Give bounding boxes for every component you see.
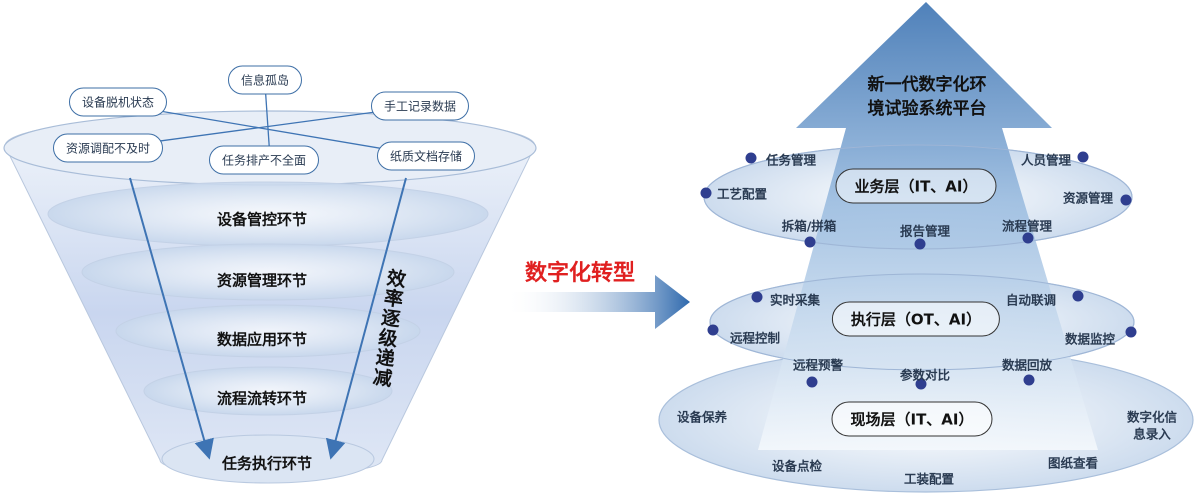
- funnel-right-arrow: [325, 177, 407, 460]
- business-item: 资源管理: [1062, 190, 1114, 206]
- execution-layer-name: 执行层（OT、AI）: [831, 301, 1001, 337]
- pain-point-pill: 手工记录数据: [370, 91, 470, 121]
- business-item: 流程管理: [1001, 218, 1053, 234]
- platform-up-arrow: [758, 2, 1098, 450]
- funnel-step: 任务执行环节: [221, 454, 313, 473]
- pain-point-pill: 任务排产不全面: [208, 145, 320, 175]
- execution-item: 数据监控: [1064, 331, 1116, 347]
- business-layer-name: 业务层（IT、AI）: [835, 168, 997, 204]
- business-dots: [700, 151, 1132, 250]
- business-item: 任务管理: [765, 152, 817, 168]
- field-item: 设备点检: [771, 458, 823, 474]
- business-item: 人员管理: [1020, 152, 1072, 168]
- transform-arrow: [505, 275, 690, 329]
- transform-label: 数字化转型: [525, 261, 636, 286]
- funnel-step: 数据应用环节: [216, 330, 308, 349]
- connector-line: [117, 103, 421, 156]
- execution-item: 数据回放: [1001, 357, 1053, 373]
- business-item: 报告管理: [899, 223, 951, 239]
- pain-point-pill: 资源调配不及时: [52, 133, 164, 163]
- execution-item: 远程控制: [729, 330, 781, 346]
- pain-point-pill: 纸质文档存储: [376, 141, 476, 171]
- pain-point-pill: 信息孤岛: [227, 65, 303, 95]
- pain-point-pill: 设备脱机状态: [68, 87, 168, 117]
- funnel-ring-2: [81, 243, 455, 301]
- funnel-left-arrow: [129, 177, 214, 460]
- funnel-step: 设备管控环节: [216, 210, 308, 229]
- field-item: 设备保养: [676, 409, 728, 425]
- execution-item: 远程预警: [792, 357, 844, 373]
- field-item: 数字化信: [1126, 409, 1178, 425]
- platform-title-line1: 新一代数字化环: [867, 75, 987, 95]
- field-item: 图纸查看: [1047, 455, 1099, 471]
- field-layer-name: 现场层（IT、AI）: [831, 401, 993, 437]
- platform-title: 新一代数字化环 境试验系统平台: [862, 73, 992, 121]
- funnel-step: 资源管理环节: [216, 271, 308, 290]
- business-item: 拆箱/拼箱: [781, 218, 837, 234]
- execution-layer-ring: [709, 273, 1135, 371]
- execution-item: 实时采集: [769, 292, 821, 308]
- funnel-ring-5: [161, 434, 375, 484]
- funnel-step: 流程流转环节: [216, 389, 308, 408]
- business-item: 工艺配置: [716, 186, 768, 202]
- execution-item: 参数对比: [899, 367, 951, 383]
- funnel-ring-3: [115, 304, 421, 358]
- execution-dots: [707, 290, 1137, 390]
- platform-title-line2: 境试验系统平台: [867, 99, 987, 119]
- field-item: 工装配置: [903, 471, 955, 487]
- execution-item: 自动联调: [1005, 292, 1057, 308]
- field-item: 息录入: [1133, 426, 1171, 442]
- funnel-ring-4: [143, 366, 393, 416]
